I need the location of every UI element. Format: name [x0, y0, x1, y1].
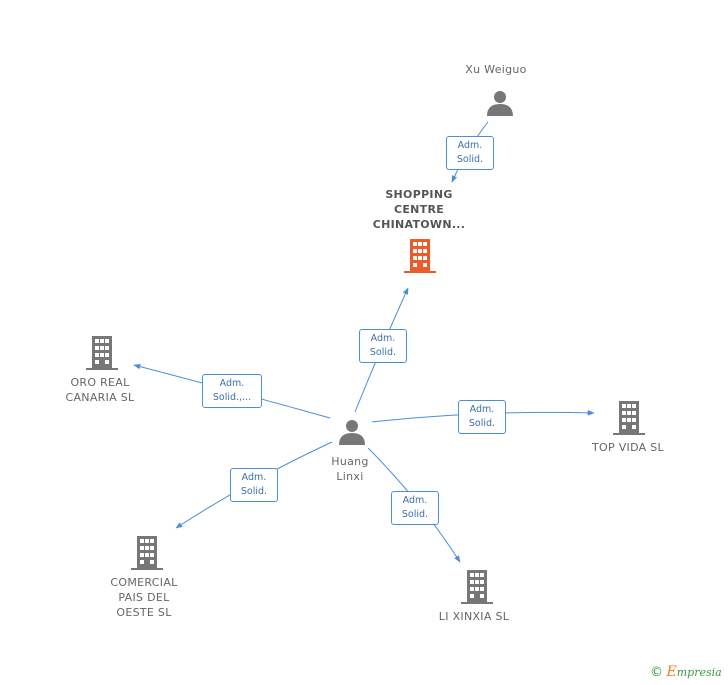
building-icon[interactable]: [404, 239, 436, 273]
node-label-top-vida[interactable]: TOP VIDA SL: [592, 441, 664, 454]
building-icon[interactable]: [86, 336, 118, 370]
node-label-xu-weiguo[interactable]: Xu Weiguo: [465, 63, 527, 76]
brand-initial: E: [666, 664, 677, 680]
brand-logo: © Empresia: [650, 664, 722, 680]
person-icon[interactable]: [338, 418, 366, 446]
edge-label-huang-to-oro[interactable]: Adm. Solid.,...: [202, 374, 262, 408]
node-label-huang-linxi[interactable]: Huang Linxi: [331, 455, 369, 483]
edge-label-line2: Solid.: [468, 418, 496, 429]
node-label-shopping-centre[interactable]: SHOPPING CENTRE CHINATOWN...: [372, 188, 466, 231]
copyright-icon: ©: [650, 665, 663, 680]
brand-name: mpresia: [676, 666, 722, 679]
edge-label-line2: Solid.: [240, 486, 268, 497]
building-icon[interactable]: [131, 536, 163, 570]
node-label-oro-real[interactable]: ORO REAL CANARIA SL: [65, 376, 135, 404]
node-label-li-xinxia[interactable]: LI XINXIA SL: [438, 610, 510, 623]
edge-label-line2: Solid.: [369, 347, 397, 358]
building-icon[interactable]: [461, 570, 493, 604]
edge-label-huang-to-comercial[interactable]: Adm. Solid.: [230, 468, 278, 502]
edge-label-line2: Solid.: [456, 154, 484, 165]
edge-label-huang-to-lixinxia[interactable]: Adm. Solid.: [391, 491, 439, 525]
node-label-comercial[interactable]: COMERCIAL PAIS DEL OESTE SL: [110, 576, 178, 619]
person-icon[interactable]: [486, 89, 514, 117]
edge-label-line1: Adm.: [370, 333, 396, 344]
edge-label-line1: Adm.: [469, 404, 495, 415]
edge-label-line1: Adm.: [219, 378, 245, 389]
building-icon[interactable]: [613, 401, 645, 435]
edge-label-line1: Adm.: [457, 140, 483, 151]
edge-label-huang-to-shopping[interactable]: Adm. Solid.: [359, 329, 407, 363]
edge-label-line1: Adm.: [402, 495, 428, 506]
edge-label-line2: Solid.,...: [212, 392, 252, 403]
edge-label-huang-to-topvida[interactable]: Adm. Solid.: [458, 400, 506, 434]
edge-label-line2: Solid.: [401, 509, 429, 520]
edge-label-xu-to-shopping[interactable]: Adm. Solid.: [446, 136, 494, 170]
edge-label-line1: Adm.: [241, 472, 267, 483]
